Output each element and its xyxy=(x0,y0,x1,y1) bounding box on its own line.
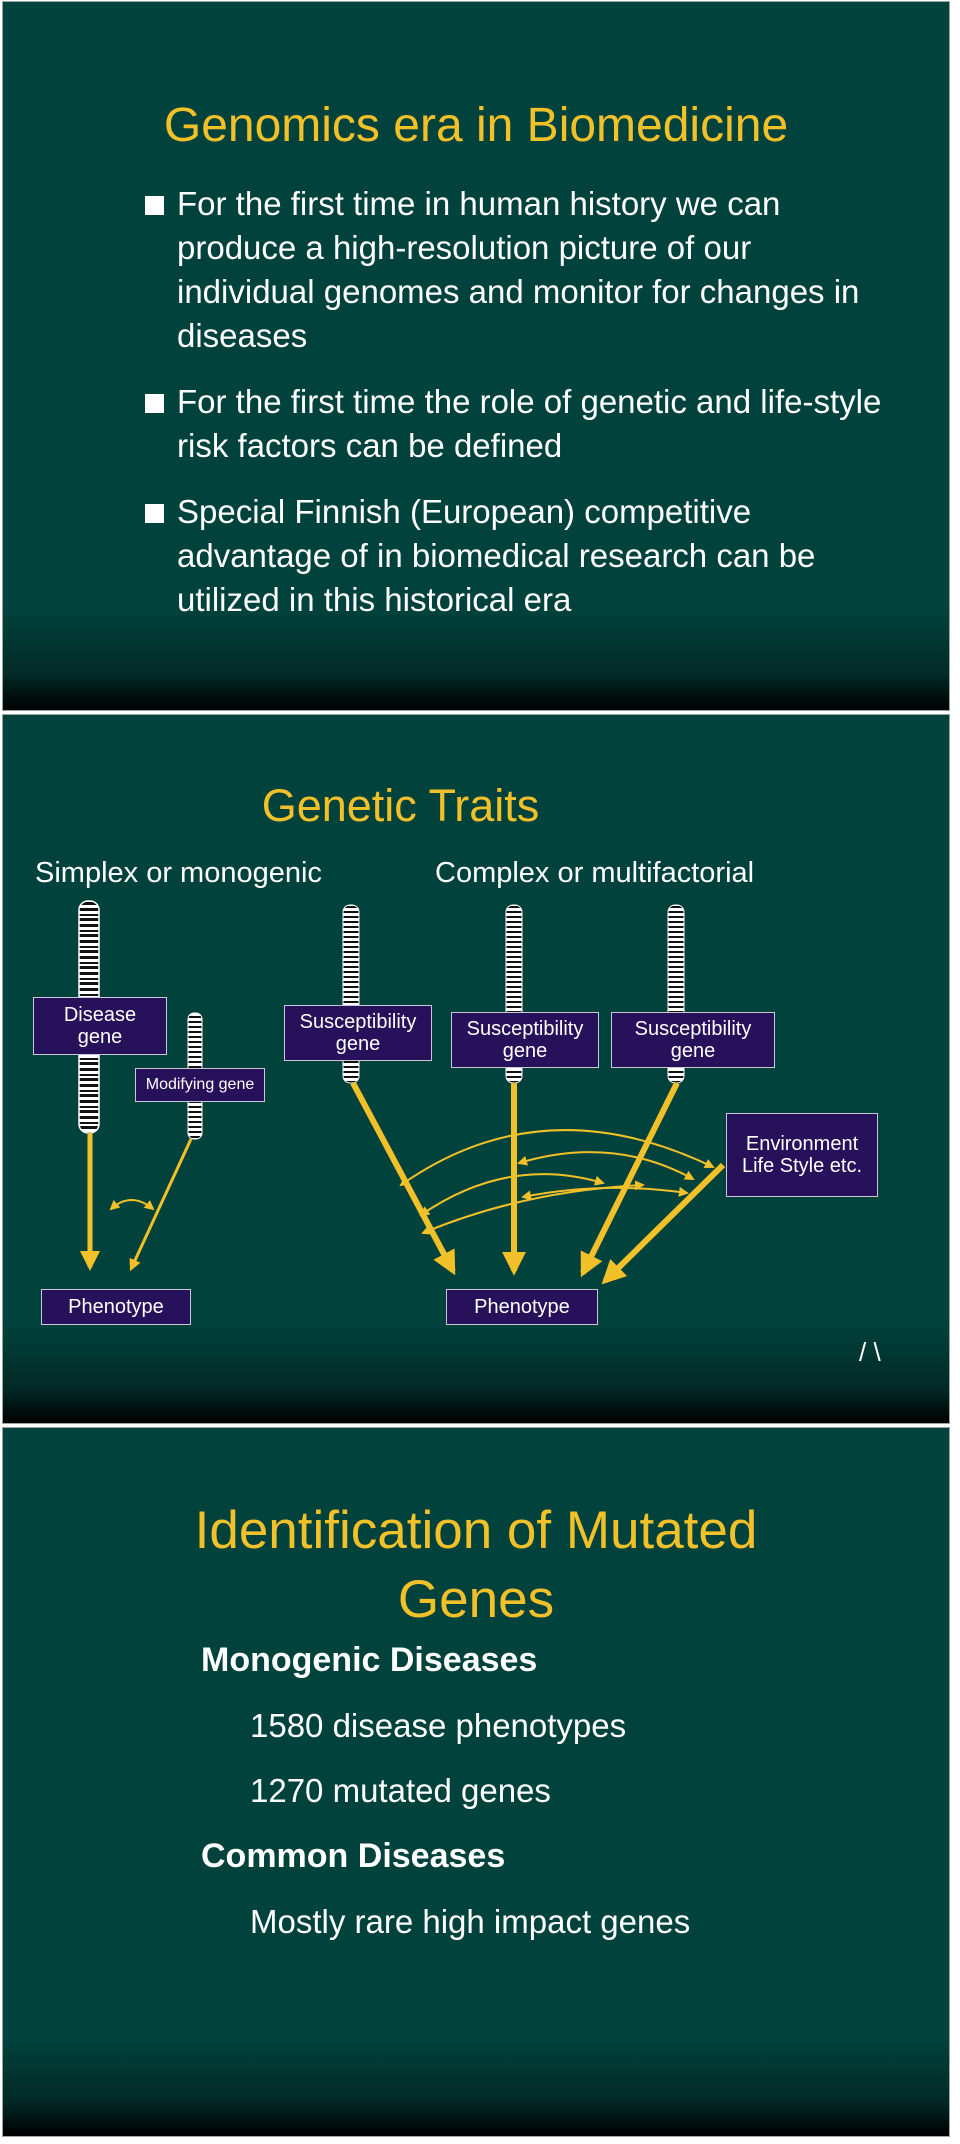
phenotype-box-left: Phenotype xyxy=(41,1289,191,1325)
interaction-arc xyxy=(421,1180,645,1235)
bullet-text: For the first time the role of genetic a… xyxy=(177,383,882,464)
arrow-susceptibility-3-to-phenotype xyxy=(580,1081,680,1278)
section-heading-monogenic: Monogenic Diseases xyxy=(201,1641,538,1679)
list-item: 1270 mutated genes xyxy=(250,1772,551,1809)
arrow-environment-to-phenotype xyxy=(601,1162,726,1285)
section-heading-common: Common Diseases xyxy=(201,1837,506,1875)
square-bullet-icon xyxy=(145,394,164,413)
square-bullet-icon xyxy=(145,504,164,523)
interaction-arc xyxy=(521,1186,689,1201)
bullet-text: For the first time in human history we c… xyxy=(177,185,860,354)
bullet-text: Special Finnish (European) competitive a… xyxy=(177,493,816,618)
slide-genomics-era: Genomics era in Biomedicine For the firs… xyxy=(2,1,950,711)
slide-identification: Identification of Mutated Genes Monogeni… xyxy=(2,1427,950,2137)
interaction-arc-left xyxy=(109,1199,155,1211)
bullet-item: For the first time in human history we c… xyxy=(143,182,883,358)
phenotype-box-right: Phenotype xyxy=(446,1289,598,1325)
bullet-item: For the first time the role of genetic a… xyxy=(143,380,883,468)
footer-mark: / \ xyxy=(859,1337,881,1367)
slide-title: Genomics era in Biomedicine xyxy=(163,99,789,152)
square-bullet-icon xyxy=(145,196,164,215)
arrow-modifying-to-phenotype xyxy=(129,1138,193,1272)
interaction-arc xyxy=(517,1151,695,1180)
bullet-list: For the first time in human history we c… xyxy=(143,182,883,644)
slide-genetic-traits: Genetic Traits Simplex or monogenic Comp… xyxy=(2,714,950,1424)
modifying-gene-box: Modifying gene xyxy=(135,1068,265,1102)
slide-title: Identification of Mutated Genes xyxy=(3,1496,949,1634)
title-line-1: Identification of Mutated xyxy=(194,1501,758,1560)
title-line-2: Genes xyxy=(397,1570,555,1629)
arrow-susceptibility-1-to-phenotype xyxy=(350,1081,456,1276)
bullet-item: Special Finnish (European) competitive a… xyxy=(143,490,883,622)
interaction-arc xyxy=(399,1129,715,1187)
list-item: 1580 disease phenotypes xyxy=(250,1707,627,1744)
slide-title: Genetic Traits xyxy=(261,780,540,831)
monogenic-heading: Simplex or monogenic xyxy=(35,857,322,889)
list-item: Mostly rare high impact genes xyxy=(250,1903,691,1940)
multifactorial-heading: Complex or multifactorial xyxy=(435,857,755,889)
